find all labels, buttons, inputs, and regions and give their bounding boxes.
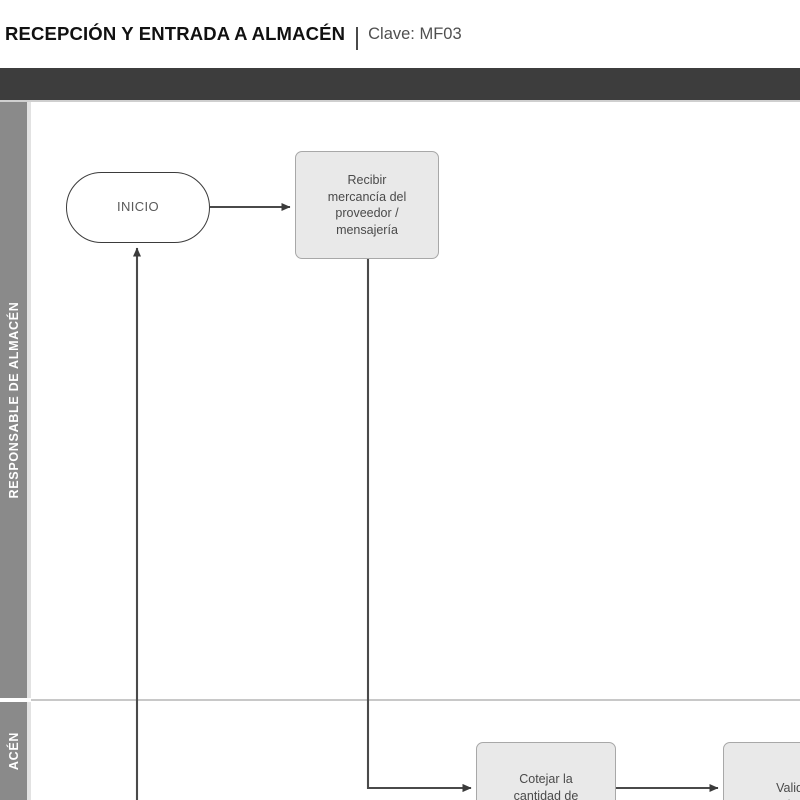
swimlane-header-responsable-de-almacen: RESPONSABLE DE ALMACÉN bbox=[0, 102, 27, 698]
page-title: RECEPCIÓN Y ENTRADA A ALMACÉN bbox=[5, 23, 346, 44]
flow-node-label: Cotejar la cantidad de cajas ( bbox=[513, 772, 579, 800]
flow-node-label: Recibir mercancía del proveedor / mensaj… bbox=[327, 173, 407, 237]
flow-node-inicio[interactable]: INICIO bbox=[66, 172, 210, 243]
swimlane-header-border-0 bbox=[27, 102, 31, 698]
title-separator bbox=[356, 26, 359, 50]
swimlane-header-almacen-partial: ACÉN bbox=[0, 702, 27, 800]
document-key: Clave: MF03 bbox=[368, 24, 462, 43]
swimlane-divider bbox=[31, 699, 800, 701]
flow-node-label: Valida estado bbox=[774, 780, 800, 800]
connector-layer bbox=[133, 203, 719, 800]
document-header: RECEPCIÓN Y ENTRADA A ALMACÉN Clave: MF0… bbox=[0, 0, 800, 68]
header-dark-band bbox=[0, 68, 800, 100]
diagram-canvas: RESPONSABLE DE ALMACÉN ACÉN bbox=[0, 102, 800, 800]
header-band-shadow bbox=[0, 100, 800, 102]
edge-recibir-to-cotejar bbox=[366, 259, 472, 792]
swimlane-header-border-1 bbox=[27, 702, 31, 800]
flow-node-validar-estado[interactable]: Valida estado bbox=[723, 742, 800, 800]
flow-node-recibir-mercancia[interactable]: Recibir mercancía del proveedor / mensaj… bbox=[295, 151, 439, 259]
flow-node-label: INICIO bbox=[116, 199, 160, 215]
flow-node-cotejar-cantidad-cajas[interactable]: Cotejar la cantidad de cajas ( bbox=[476, 742, 616, 800]
